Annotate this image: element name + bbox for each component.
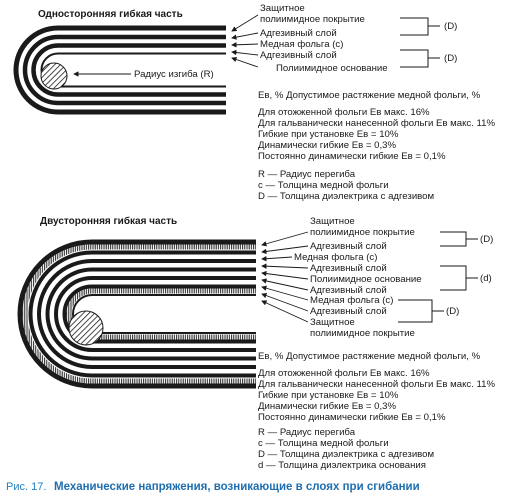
top-strain-line-3: Гибкие при установке Eв = 10%	[258, 129, 399, 140]
bottom-layer-9a: Защитное	[310, 317, 355, 328]
top-strain-line-1: Для отожженной фольги Eв макс. 16%	[258, 107, 430, 118]
bottom-legend-3: D — Толщина диэлектрика с адгезивом	[258, 449, 434, 460]
bottom-strain-block: Eв, % Допустимое растяжение медной фольг…	[258, 351, 495, 471]
bottom-bracket-D-lower: (D)	[446, 306, 459, 317]
bottom-strain-line-1: Для отожженной фольги Eв макс. 16%	[258, 368, 430, 379]
top-legend-1: R — Радиус перегиба	[258, 169, 356, 180]
bottom-layer-1b: полиимидное покрытие	[310, 227, 415, 238]
bottom-title: Двусторонняя гибкая часть	[40, 215, 177, 227]
bottom-bend-mandrel	[68, 310, 104, 346]
top-legend-2: с — Толщина медной фольги	[258, 180, 389, 191]
top-stack	[13, 25, 226, 115]
bend-radius-mandrel	[40, 62, 68, 90]
caption-text: Механические напряжения, возникающие в с…	[54, 481, 420, 493]
top-strain-line-4: Динамически гибкие Eв = 0,3%	[258, 140, 396, 151]
top-strain-block: Eв, % Допустимое растяжение медной фольг…	[258, 90, 495, 202]
bottom-layer-2: Адгезивный слой	[310, 241, 387, 252]
top-strain-header: Eв, % Допустимое растяжение медной фольг…	[258, 90, 481, 101]
top-strain-line-5: Постоянно динамически гибкие Eв = 0,1%	[258, 151, 446, 162]
bottom-layer-4: Адгезивный слой	[310, 263, 387, 274]
top-title: Односторонняя гибкая часть	[38, 8, 183, 20]
bottom-strain-header: Eв, % Допустимое растяжение медной фольг…	[258, 351, 481, 362]
bottom-layer-7: Медная фольга (с)	[310, 295, 393, 306]
top-bracket-D-upper: (D)	[444, 21, 457, 32]
bottom-legend-1: R — Радиус перегиба	[258, 427, 356, 438]
bottom-strain-line-3: Гибкие при установке Eв = 10%	[258, 390, 399, 401]
top-layer-5-label: Полиимидное основание	[276, 63, 388, 74]
caption-label: Рис. 17.	[6, 481, 46, 493]
bottom-legend-4: d — Толщина диэлектрика основания	[258, 460, 426, 471]
bottom-layer-labels: Защитное полиимидное покрытие Адгезивный…	[261, 216, 493, 339]
top-layer-3-label: Медная фольга (с)	[260, 39, 343, 50]
top-legend-3: D — Толщина диэлектрика с адгезивом	[258, 191, 434, 202]
top-layer-1-label: Защитное	[260, 3, 305, 14]
top-layer-2-label: Адгезивный слой	[260, 28, 337, 39]
top-radius-label: Радиус изгиба (R)	[134, 69, 214, 80]
top-layer-4-label: Адгезивный слой	[260, 50, 337, 61]
bottom-strain-line-4: Динамически гибкие Eв = 0,3%	[258, 401, 396, 412]
top-bracket-D-lower: (D)	[444, 53, 457, 64]
bottom-strain-line-5: Постоянно динамически гибкие Eв = 0,1%	[258, 412, 446, 423]
bottom-layer-5: Полиимидное основание	[310, 274, 422, 285]
top-layer-labels: Защитное полиимидное покрытие Адгезивный…	[231, 3, 457, 74]
bottom-strain-line-2: Для гальванически нанесенной фольги Eв м…	[258, 379, 495, 390]
bottom-bracket-d: (d)	[480, 273, 492, 284]
bottom-stack	[17, 239, 256, 389]
bottom-layer-3: Медная фольга (с)	[294, 252, 377, 263]
bottom-layer-1a: Защитное	[310, 216, 355, 227]
bottom-layer-9b: полиимидное покрытие	[310, 328, 415, 339]
bottom-layer-6: Адгезивный слой	[310, 285, 387, 296]
bottom-bracket-D-upper: (D)	[480, 234, 493, 245]
top-strain-line-2: Для гальванически нанесенной фольги Eв м…	[258, 118, 495, 129]
top-layer-1-sub: полиимидное покрытие	[260, 14, 365, 25]
bottom-layer-8: Адгезивный слой	[310, 306, 387, 317]
bottom-legend-2: с — Толщина медной фольги	[258, 438, 389, 449]
